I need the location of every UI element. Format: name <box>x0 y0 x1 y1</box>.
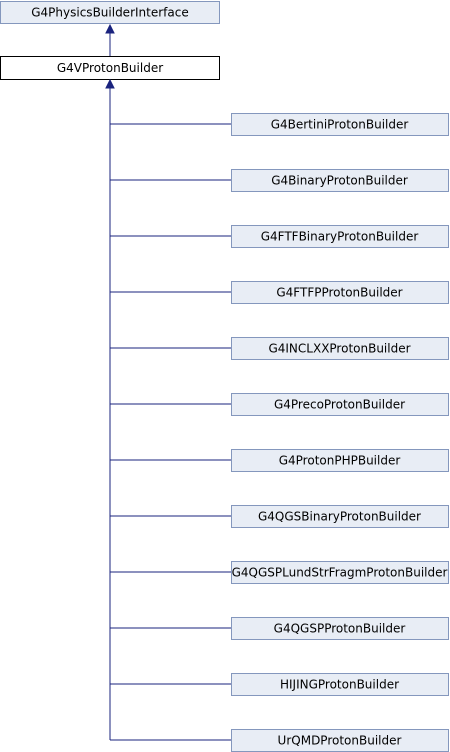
node-base-label: G4PhysicsBuilderInterface <box>31 6 188 20</box>
node-derived[interactable]: G4QGSPLundStrFragmProtonBuilder <box>231 561 449 584</box>
node-derived[interactable]: G4QGSBinaryProtonBuilder <box>231 505 449 528</box>
node-derived[interactable]: UrQMDProtonBuilder <box>231 729 449 752</box>
node-current[interactable]: G4VProtonBuilder <box>0 56 220 80</box>
node-derived[interactable]: G4BinaryProtonBuilder <box>231 169 449 192</box>
node-derived-label: UrQMDProtonBuilder <box>278 734 402 748</box>
node-derived[interactable]: G4INCLXXProtonBuilder <box>231 337 449 360</box>
node-derived[interactable]: G4FTFBinaryProtonBuilder <box>231 225 449 248</box>
derived-classes: G4BertiniProtonBuilderG4BinaryProtonBuil… <box>110 113 449 752</box>
node-derived-label: G4FTFBinaryProtonBuilder <box>261 230 419 244</box>
node-base[interactable]: G4PhysicsBuilderInterface <box>0 1 220 24</box>
node-derived-label: G4FTFPProtonBuilder <box>276 286 402 300</box>
node-derived[interactable]: G4BertiniProtonBuilder <box>231 113 449 136</box>
node-derived-label: G4BertiniProtonBuilder <box>271 118 409 132</box>
node-current-label: G4VProtonBuilder <box>57 61 163 75</box>
node-derived-label: G4QGSPProtonBuilder <box>274 622 406 636</box>
arrowhead-current <box>105 78 115 89</box>
node-derived-label: G4INCLXXProtonBuilder <box>268 342 410 356</box>
node-derived-label: G4ProtonPHPBuilder <box>279 454 401 468</box>
node-derived-label: HIJINGProtonBuilder <box>280 678 399 692</box>
node-derived[interactable]: HIJINGProtonBuilder <box>231 673 449 696</box>
node-derived-label: G4QGSPLundStrFragmProtonBuilder <box>232 566 448 580</box>
arrowhead-base <box>105 23 115 34</box>
node-derived[interactable]: G4PrecoProtonBuilder <box>231 393 449 416</box>
node-derived-label: G4PrecoProtonBuilder <box>274 398 405 412</box>
node-derived[interactable]: G4ProtonPHPBuilder <box>231 449 449 472</box>
node-derived-label: G4QGSBinaryProtonBuilder <box>258 510 421 524</box>
node-derived-label: G4BinaryProtonBuilder <box>271 174 408 188</box>
node-derived[interactable]: G4FTFPProtonBuilder <box>231 281 449 304</box>
node-derived[interactable]: G4QGSPProtonBuilder <box>231 617 449 640</box>
